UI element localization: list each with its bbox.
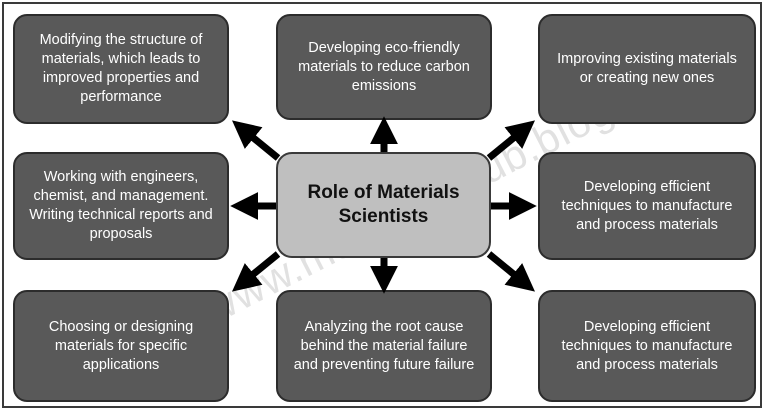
arrow-up-right — [486, 120, 536, 161]
box-middle-left: Working with engineers, chemist, and man… — [13, 152, 229, 260]
box-middle-right-text: Developing efficient techniques to manuf… — [561, 178, 733, 233]
arrow-down-left — [231, 251, 281, 292]
arrow-down-right — [486, 251, 536, 292]
box-top-left-text: Modifying the structure of materials, wh… — [39, 32, 203, 105]
box-bottom-center-text: Analyzing the root cause behind the mate… — [293, 318, 475, 373]
arrow-up-left — [231, 120, 281, 161]
box-middle-left-text: Working with engineers, chemist, and man… — [29, 169, 213, 242]
box-bottom-left: Choosing or designing materials for spec… — [13, 290, 229, 402]
box-top-left: Modifying the structure of materials, wh… — [13, 14, 229, 124]
box-top-right: Improving existing materials or creating… — [538, 14, 756, 124]
box-top-center-text: Developing eco-friendly materials to red… — [298, 39, 470, 94]
box-top-center: Developing eco-friendly materials to red… — [276, 14, 492, 120]
center-node: Role of Materials Scientists — [276, 152, 491, 258]
box-bottom-right: Developing efficient techniques to manuf… — [538, 290, 756, 402]
box-bottom-left-text: Choosing or designing materials for spec… — [48, 318, 194, 373]
box-middle-right: Developing efficient techniques to manuf… — [538, 152, 756, 260]
box-bottom-center: Analyzing the root cause behind the mate… — [276, 290, 492, 402]
box-bottom-right-text: Developing efficient techniques to manuf… — [561, 318, 733, 373]
center-title: Role of Materials Scientists — [307, 182, 460, 227]
box-top-right-text: Improving existing materials or creating… — [557, 51, 737, 86]
